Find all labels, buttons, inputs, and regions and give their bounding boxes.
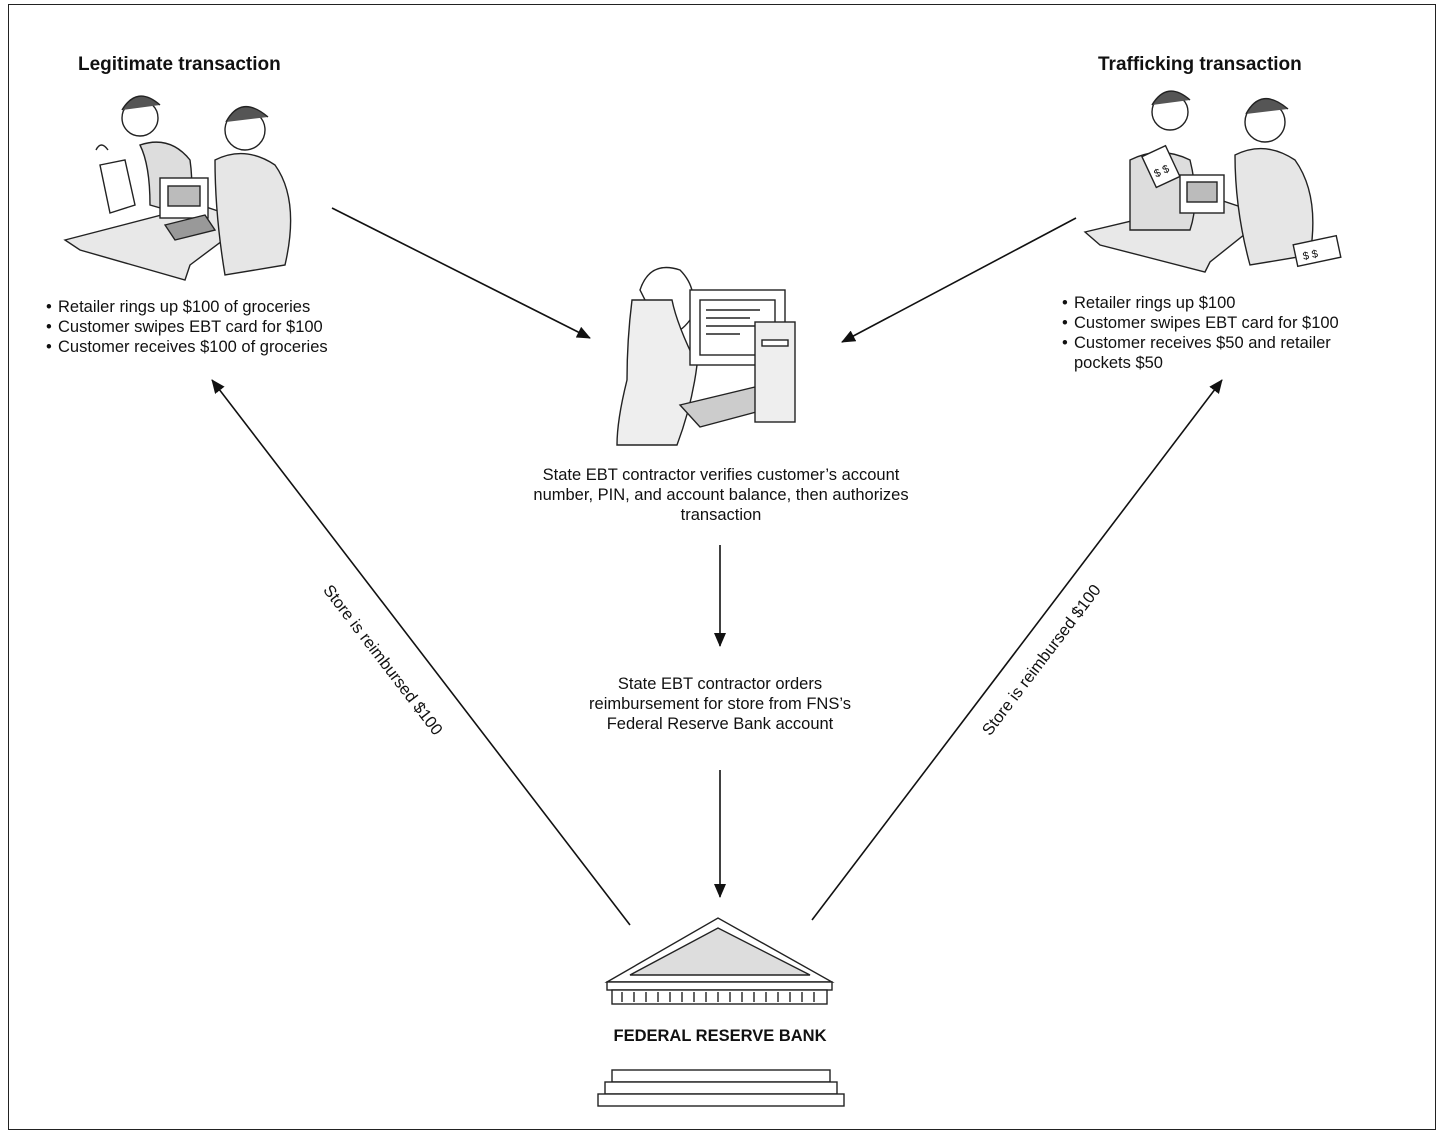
arrow-bank-to-legit	[211, 379, 631, 926]
legitimate-transaction-illustration	[63, 95, 292, 281]
arrow-traffic-to-contractor	[841, 217, 1077, 343]
list-item: Customer swipes EBT card for $100	[1062, 313, 1392, 333]
contractor-verify-text: State EBT contractor verifies customer’s…	[533, 466, 909, 524]
federal-reserve-bank-illustration	[597, 917, 845, 1107]
list-item: Customer receives $50 and retailer pocke…	[1062, 333, 1392, 373]
legitimate-bullets: Retailer rings up $100 of groceries Cust…	[46, 297, 386, 357]
svg-text:$ $: $ $	[1152, 163, 1171, 180]
trafficking-heading: Trafficking transaction	[1098, 54, 1302, 75]
svg-text:$ $: $ $	[1302, 248, 1319, 263]
trafficking-transaction-illustration: $ $ $ $	[1083, 90, 1342, 273]
bank-label: FEDERAL RESERVE BANK	[613, 1027, 827, 1045]
legitimate-heading: Legitimate transaction	[78, 54, 281, 75]
list-item: Retailer rings up $100	[1062, 293, 1392, 313]
list-item: Customer swipes EBT card for $100	[46, 317, 386, 337]
trafficking-bullets: Retailer rings up $100 Customer swipes E…	[1062, 293, 1392, 373]
diagram-frame	[8, 4, 1436, 1130]
arrow-legit-to-contractor	[331, 207, 591, 339]
list-item: Customer receives $100 of groceries	[46, 337, 386, 357]
contractor-computer-illustration	[616, 266, 796, 446]
contractor-reimburse-text: State EBT contractor orders reimbursemen…	[589, 675, 851, 733]
list-item: Retailer rings up $100 of groceries	[46, 297, 386, 317]
arrow-bank-to-traffic	[811, 379, 1223, 921]
